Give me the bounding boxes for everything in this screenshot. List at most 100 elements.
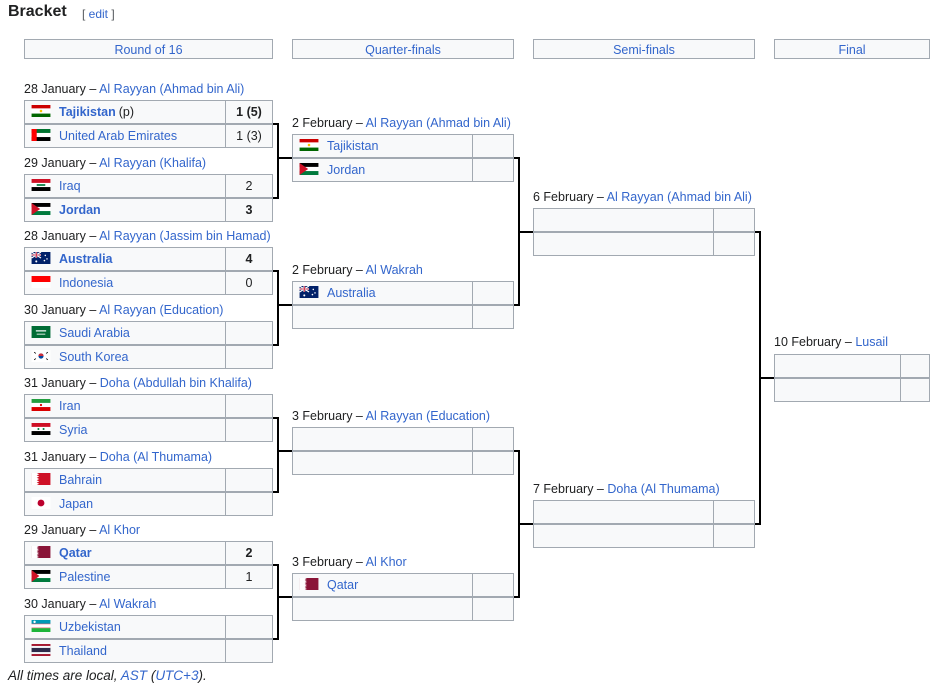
- bracket-connector: [514, 304, 520, 306]
- team-slot[interactable]: [533, 524, 714, 548]
- team-slot[interactable]: [774, 378, 901, 402]
- score-cell: [900, 378, 930, 402]
- team-name[interactable]: South Korea: [59, 350, 129, 364]
- bracket-connector: [759, 231, 761, 525]
- team-slot[interactable]: [292, 451, 473, 475]
- venue-link[interactable]: Doha (Abdullah bin Khalifa): [99, 376, 252, 390]
- team-name[interactable]: Qatar: [59, 546, 92, 560]
- venue-link[interactable]: Al Rayyan (Khalifa): [99, 156, 207, 170]
- team-name[interactable]: Iran: [59, 399, 81, 413]
- team-slot[interactable]: Saudi Arabia: [24, 321, 226, 345]
- team-slot[interactable]: [292, 597, 473, 621]
- team-slot[interactable]: Iran: [24, 394, 226, 418]
- jordan-flag-icon: [299, 163, 321, 177]
- venue-link[interactable]: Al Rayyan (Education): [99, 303, 224, 317]
- round-header-r16[interactable]: Round of 16: [24, 39, 273, 59]
- team-name[interactable]: Tajikistan: [327, 139, 379, 153]
- team-slot[interactable]: Indonesia: [24, 271, 226, 295]
- team-slot[interactable]: Iraq: [24, 174, 226, 198]
- team-slot[interactable]: Australia: [24, 247, 226, 271]
- venue-link[interactable]: Lusail: [855, 335, 888, 349]
- team-slot[interactable]: Syria: [24, 418, 226, 442]
- score-cell: [225, 639, 273, 663]
- team-name[interactable]: Australia: [59, 252, 113, 266]
- bracket-connector: [514, 450, 520, 452]
- team-slot[interactable]: Qatar: [24, 541, 226, 565]
- venue-link[interactable]: Al Wakrah: [99, 597, 157, 611]
- team-name[interactable]: Palestine: [59, 570, 111, 584]
- date-text: 2 February: [292, 116, 353, 130]
- venue-link[interactable]: Al Wakrah: [365, 263, 423, 277]
- team-name[interactable]: Bahrain: [59, 473, 103, 487]
- team-slot[interactable]: [292, 305, 473, 329]
- bracket-connector: [755, 231, 761, 233]
- edit-link[interactable]: edit: [88, 7, 109, 21]
- round-header-final[interactable]: Final: [774, 39, 930, 59]
- venue-link[interactable]: Al Rayyan (Ahmad bin Ali): [365, 116, 511, 130]
- bracket-connector: [273, 197, 279, 199]
- date-dash: –: [593, 482, 608, 496]
- round-header-qf[interactable]: Quarter-finals: [292, 39, 514, 59]
- venue-link[interactable]: Al Rayyan (Ahmad bin Ali): [99, 82, 245, 96]
- venue-link[interactable]: Al Rayyan (Jassim bin Hamad): [99, 229, 271, 243]
- bracket-connector: [273, 270, 279, 272]
- team-slot[interactable]: South Korea: [24, 345, 226, 369]
- team-name[interactable]: Qatar: [327, 578, 359, 592]
- uzbekistan-flag-icon: [31, 620, 53, 634]
- team-slot[interactable]: [533, 500, 714, 524]
- venue-link[interactable]: Al Khor: [365, 555, 407, 569]
- team-name[interactable]: United Arab Emirates: [59, 129, 178, 143]
- score-cell: 0: [225, 271, 273, 295]
- date-dash: –: [593, 190, 607, 204]
- team-name[interactable]: Indonesia: [59, 276, 114, 290]
- team-name[interactable]: Jordan: [327, 163, 366, 177]
- date-text: 29 January: [24, 523, 86, 537]
- date-text: 28 January: [24, 82, 86, 96]
- venue-link[interactable]: Doha (Al Thumama): [607, 482, 720, 496]
- team-slot[interactable]: [774, 354, 901, 378]
- venue-link[interactable]: Al Khor: [99, 523, 141, 537]
- team-slot[interactable]: Uzbekistan: [24, 615, 226, 639]
- team-name[interactable]: Uzbekistan: [59, 620, 121, 634]
- ast-link[interactable]: AST: [120, 668, 148, 683]
- team-name[interactable]: Thailand: [59, 644, 107, 658]
- team-name[interactable]: Iraq: [59, 179, 81, 193]
- team-slot[interactable]: [292, 427, 473, 451]
- date-dash: –: [85, 597, 100, 611]
- date-text: 7 February: [533, 482, 594, 496]
- team-slot[interactable]: Australia: [292, 281, 473, 305]
- team-slot[interactable]: Thailand: [24, 639, 226, 663]
- venue-link[interactable]: Doha (Al Thumama): [99, 450, 213, 464]
- team-name[interactable]: Syria: [59, 423, 88, 437]
- team-slot[interactable]: United Arab Emirates: [24, 124, 226, 148]
- team-slot[interactable]: Jordan: [24, 198, 226, 222]
- footer-note: All times are local, AST (UTC+3).: [8, 668, 207, 683]
- team-name[interactable]: Tajikistan: [59, 105, 116, 119]
- team-name[interactable]: Saudi Arabia: [59, 326, 130, 340]
- team-slot[interactable]: [533, 232, 714, 256]
- venue-link[interactable]: Al Rayyan (Ahmad bin Ali): [606, 190, 752, 204]
- match-date: 31 January – Doha (Al Thumama): [24, 449, 212, 465]
- page-title: Bracket: [8, 3, 67, 20]
- round-header-sf[interactable]: Semi-finals: [533, 39, 755, 59]
- team-slot[interactable]: Tajikistan: [292, 134, 473, 158]
- utc-link[interactable]: UTC+3: [155, 668, 199, 683]
- bracket-connector: [277, 270, 279, 346]
- team-slot[interactable]: Palestine: [24, 565, 226, 589]
- match-date: 30 January – Al Wakrah: [24, 596, 156, 612]
- match-date: 28 January – Al Rayyan (Ahmad bin Ali): [24, 81, 244, 97]
- team-slot[interactable]: Jordan: [292, 158, 473, 182]
- team-slot[interactable]: Bahrain: [24, 468, 226, 492]
- team-name[interactable]: Japan: [59, 497, 94, 511]
- team-slot[interactable]: Qatar: [292, 573, 473, 597]
- date-dash: –: [841, 335, 856, 349]
- team-name[interactable]: Australia: [327, 286, 376, 300]
- team-slot[interactable]: [533, 208, 714, 232]
- thailand-flag-icon: [31, 644, 53, 658]
- score-cell: [472, 597, 514, 621]
- venue-link[interactable]: Al Rayyan (Education): [365, 409, 491, 423]
- team-slot[interactable]: Japan: [24, 492, 226, 516]
- date-dash: –: [85, 82, 100, 96]
- team-name[interactable]: Jordan: [59, 203, 101, 217]
- team-slot[interactable]: Tajikistan(p): [24, 100, 226, 124]
